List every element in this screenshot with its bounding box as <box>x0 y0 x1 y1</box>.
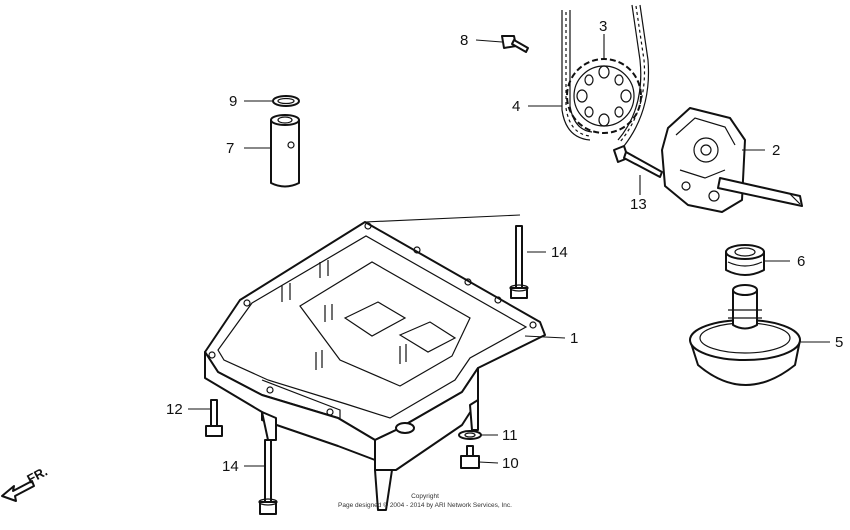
front-arrow-icon <box>1 480 35 502</box>
oil-pan <box>204 221 546 511</box>
callout-7: 7 <box>226 140 234 157</box>
callout-5: 5 <box>835 334 843 351</box>
copyright-line-1: Copyright <box>411 493 439 500</box>
callout-14-upper: 14 <box>551 244 568 261</box>
sprocket-bolt <box>501 35 529 53</box>
callout-1: 1 <box>570 330 578 347</box>
callout-4: 4 <box>512 98 520 115</box>
callout-10: 10 <box>502 455 519 472</box>
callout-14-lower: 14 <box>222 458 239 475</box>
callout-9: 9 <box>229 93 237 110</box>
pan-bolt <box>205 399 223 437</box>
callout-3: 3 <box>599 18 607 35</box>
callout-labels: 1 2 3 4 5 6 7 8 9 10 11 12 13 14 14 <box>166 18 843 475</box>
oil-pump <box>661 107 803 213</box>
copyright-line-2: Page designed © 2004 - 2014 by ARI Netwo… <box>338 501 512 509</box>
pump-bolt <box>613 145 663 178</box>
leader-lines <box>188 34 830 467</box>
callout-13: 13 <box>630 196 647 213</box>
drive-chain <box>561 4 650 147</box>
oil-strainer <box>689 284 801 386</box>
callout-12: 12 <box>166 401 183 418</box>
long-pan-bolt-lower <box>258 439 278 515</box>
drain-bolt <box>460 445 480 469</box>
copyright-notice: Copyright Page designed © 2004 - 2014 by… <box>338 493 512 509</box>
sealing-washer <box>458 430 482 440</box>
callout-8: 8 <box>460 32 468 49</box>
relief-valve <box>270 114 300 188</box>
long-pan-bolt-upper <box>509 225 529 299</box>
callout-11: 11 <box>502 427 518 444</box>
callout-2: 2 <box>772 142 780 159</box>
o-ring <box>272 95 300 107</box>
front-direction-indicator: FR. <box>1 464 50 502</box>
strainer-seal <box>725 244 765 276</box>
callout-6: 6 <box>797 253 805 270</box>
pump-sprocket <box>566 58 642 134</box>
